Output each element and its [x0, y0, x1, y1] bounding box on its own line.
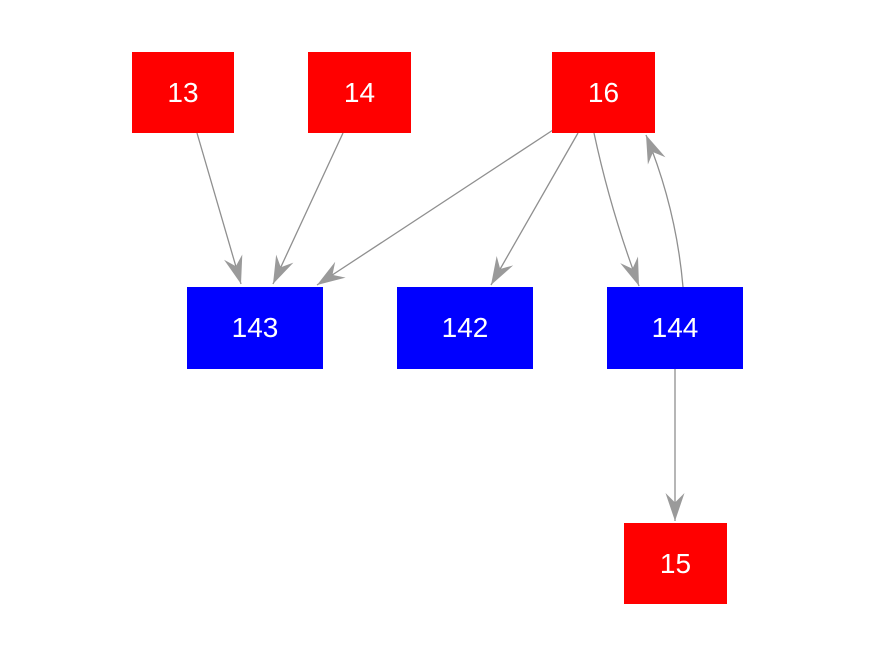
edge-line [316, 129, 554, 286]
node-label: 16 [587, 76, 620, 108]
node-15[interactable]: 15 [624, 523, 727, 604]
edge-16-143 [316, 129, 554, 286]
node-142[interactable]: 142 [397, 287, 533, 369]
node-14[interactable]: 14 [308, 52, 411, 133]
node-label: 143 [231, 312, 279, 343]
arrowhead-icon [224, 254, 243, 284]
node-label: 15 [659, 547, 692, 579]
node-label: 13 [167, 76, 199, 108]
edge-line [593, 132, 640, 287]
node-label: 144 [651, 312, 699, 343]
node-label: 142 [441, 312, 489, 343]
edge-line [490, 132, 579, 286]
edge-14-143 [272, 132, 344, 285]
node-16[interactable]: 16 [552, 52, 655, 133]
edge-144-15 [665, 368, 685, 521]
node-143[interactable]: 143 [187, 287, 323, 369]
edge-13-143 [196, 132, 243, 285]
arrowhead-icon [491, 255, 514, 285]
edge-16-142 [490, 132, 579, 286]
arrowhead-icon [273, 254, 294, 284]
node-label: 14 [343, 76, 376, 108]
arrowhead-icon [646, 135, 666, 165]
edge-line [196, 132, 242, 285]
edge-144-16 [645, 134, 684, 288]
edge-16-144 [593, 132, 640, 287]
edge-line [272, 132, 344, 285]
node-13[interactable]: 13 [132, 52, 234, 133]
edge-line [645, 134, 684, 288]
node-144[interactable]: 144 [607, 287, 743, 369]
arrowhead-icon [665, 493, 685, 521]
arrowhead-icon [620, 256, 639, 286]
